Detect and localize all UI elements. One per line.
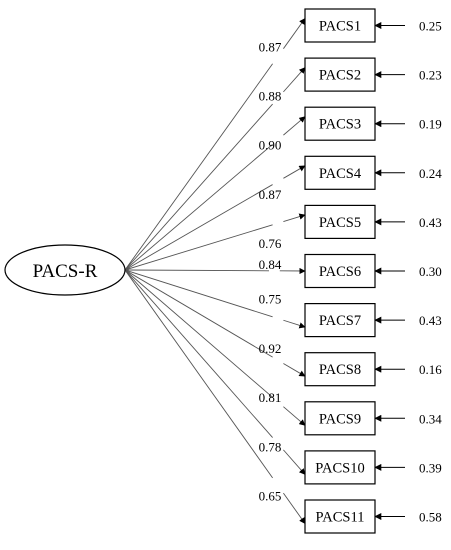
indicator-label-10: PACS10 xyxy=(315,460,364,476)
indicator-box-2 xyxy=(304,57,376,92)
indicator-boxes: PACS1PACS2PACS3PACS4PACS5PACS6PACS7PACS8… xyxy=(304,8,376,534)
factor-paths xyxy=(124,17,306,525)
factor-path-6 xyxy=(124,269,270,272)
error-label-11: 0.58 xyxy=(419,510,442,525)
loading-label-6: 0.84 xyxy=(259,257,282,272)
factor-path-2 xyxy=(124,103,273,271)
indicator-label-6: PACS6 xyxy=(319,264,361,280)
indicator-box-9 xyxy=(304,401,376,436)
indicator-box-6 xyxy=(304,253,376,289)
indicator-box-10 xyxy=(304,450,376,485)
indicator-box-5 xyxy=(304,204,376,239)
loading-label-9: 0.81 xyxy=(259,390,282,405)
factor-path-5 xyxy=(124,224,273,271)
factor-path-arrow-8 xyxy=(283,363,306,377)
factor-path-arrow-11 xyxy=(283,492,306,525)
factor-path-arrow-9 xyxy=(283,406,306,426)
error-label-4: 0.24 xyxy=(419,166,442,181)
factor-path-arrow-4 xyxy=(283,165,306,179)
loading-label-4: 0.87 xyxy=(259,187,282,202)
indicator-label-8: PACS8 xyxy=(319,362,361,378)
indicator-box-7 xyxy=(304,303,376,338)
indicator-label-4: PACS4 xyxy=(319,166,362,182)
factor-path-4 xyxy=(124,184,273,271)
factor-path-9 xyxy=(124,269,273,398)
error-label-2: 0.23 xyxy=(419,68,442,83)
error-label-6: 0.30 xyxy=(419,264,442,279)
factor-path-arrow-1 xyxy=(283,17,306,49)
indicator-label-3: PACS3 xyxy=(319,117,361,133)
indicator-box-11 xyxy=(304,499,376,534)
factor-loadings: 0.87 0.88 0.90 0.87 0.76 0.84 0.75 0.92 0.81 0.78… xyxy=(259,40,282,504)
error-label-8: 0.16 xyxy=(419,362,442,377)
factor-path-11 xyxy=(124,269,273,479)
latent-ellipse xyxy=(4,244,126,296)
error-paths: 0.25 0.23 0.19 0.24 0.43 0.30 0.43 0.16 0.34 0.39… xyxy=(374,19,442,525)
factor-path-7 xyxy=(124,269,273,318)
loading-label-5: 0.76 xyxy=(259,236,282,251)
error-label-1: 0.25 xyxy=(419,19,442,34)
error-label-9: 0.34 xyxy=(419,411,442,426)
loading-label-1: 0.87 xyxy=(259,40,282,55)
factor-path-arrow-2 xyxy=(283,67,306,93)
factor-path-arrow-3 xyxy=(283,116,306,136)
loading-label-10: 0.78 xyxy=(259,439,282,454)
factor-path-3 xyxy=(124,143,273,271)
error-label-7: 0.43 xyxy=(419,313,442,328)
loading-label-2: 0.88 xyxy=(259,89,282,104)
indicator-label-7: PACS7 xyxy=(319,313,361,329)
error-label-5: 0.43 xyxy=(419,215,442,230)
indicator-label-5: PACS5 xyxy=(319,215,361,231)
indicator-label-1: PACS1 xyxy=(319,19,361,35)
factor-path-arrow-10 xyxy=(283,449,306,475)
latent-label: PACS-R xyxy=(33,261,98,282)
indicator-box-1 xyxy=(304,8,376,43)
indicator-label-11: PACS11 xyxy=(316,510,365,526)
error-label-3: 0.19 xyxy=(419,117,442,132)
indicator-label-2: PACS2 xyxy=(319,68,361,84)
indicator-label-9: PACS9 xyxy=(319,411,361,427)
indicator-box-8 xyxy=(304,352,376,387)
factor-path-8 xyxy=(124,269,273,358)
latent-factor: PACS-R xyxy=(4,244,126,296)
factor-path-arrow-5 xyxy=(283,213,306,222)
loading-label-8: 0.92 xyxy=(259,341,282,356)
indicator-box-3 xyxy=(304,106,376,141)
factor-path-1 xyxy=(124,63,273,271)
factor-path-10 xyxy=(124,269,273,438)
error-label-10: 0.39 xyxy=(419,460,442,475)
loading-label-11: 0.65 xyxy=(259,489,282,504)
loading-label-3: 0.90 xyxy=(259,138,282,153)
indicator-box-4 xyxy=(304,155,376,190)
loading-label-7: 0.75 xyxy=(259,292,282,307)
factor-path-arrow-7 xyxy=(283,319,306,329)
